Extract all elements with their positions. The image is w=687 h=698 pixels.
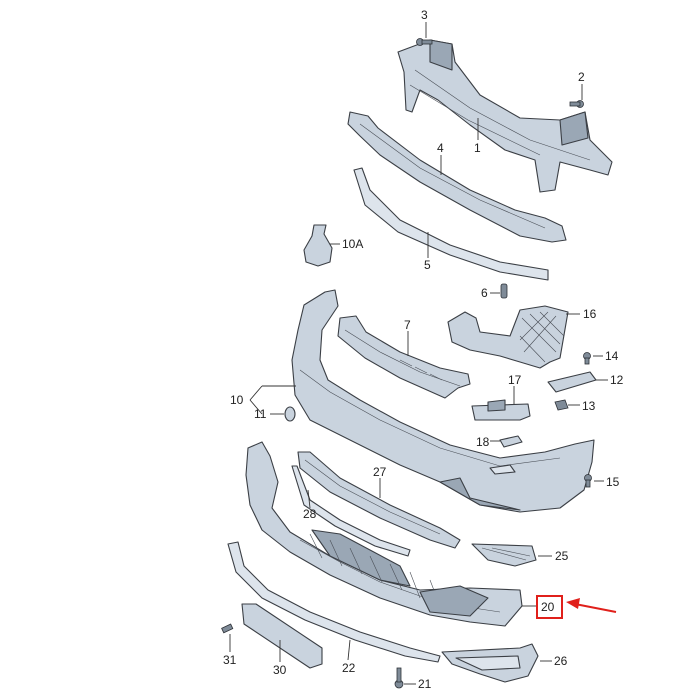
part-10-bumper-cover[interactable] bbox=[291, 289, 595, 513]
callout-30: 30 bbox=[273, 663, 287, 677]
callout-10: 10 bbox=[230, 393, 244, 407]
part-21-screw[interactable] bbox=[394, 667, 404, 689]
callout-13: 13 bbox=[582, 399, 596, 413]
callout-6: 6 bbox=[481, 286, 488, 300]
part-13-nut[interactable] bbox=[554, 399, 569, 411]
part-25-insert[interactable] bbox=[471, 543, 537, 567]
part-12-bracket[interactable] bbox=[547, 371, 597, 393]
callout-25: 25 bbox=[555, 549, 569, 563]
part-31-screw[interactable] bbox=[221, 623, 234, 634]
part-22-lower-strip[interactable] bbox=[227, 541, 441, 663]
part-20-lower-grille[interactable] bbox=[245, 441, 523, 627]
highlight-box-20 bbox=[536, 595, 563, 619]
callout-31: 31 bbox=[223, 653, 237, 667]
callout-22: 22 bbox=[342, 661, 356, 675]
callout-5: 5 bbox=[424, 258, 431, 272]
part-17-sensor-bracket[interactable] bbox=[471, 399, 531, 421]
callout-16: 16 bbox=[583, 307, 597, 321]
red-arrow bbox=[566, 598, 617, 613]
callout-7: 7 bbox=[404, 318, 411, 332]
part-4-upper-bracket[interactable] bbox=[347, 111, 567, 243]
part-5-absorber[interactable] bbox=[353, 167, 549, 281]
part-28-trim-strip[interactable] bbox=[291, 465, 411, 557]
part-18-cover[interactable] bbox=[499, 435, 523, 448]
callout-2: 2 bbox=[578, 70, 585, 84]
part-26-side-trim[interactable] bbox=[441, 643, 539, 683]
part-2-screw[interactable] bbox=[569, 100, 584, 108]
callout-11: 11 bbox=[254, 407, 267, 421]
part-27-grille[interactable] bbox=[297, 451, 461, 549]
callout-27: 27 bbox=[373, 465, 387, 479]
callout-10a: 10A bbox=[342, 237, 363, 251]
callout-20: 20 bbox=[541, 600, 555, 614]
part-15-screw[interactable] bbox=[584, 474, 592, 488]
callout-21: 21 bbox=[418, 677, 432, 691]
part-3-screw[interactable] bbox=[416, 38, 433, 46]
part-1-carrier[interactable] bbox=[397, 39, 613, 193]
callout-14: 14 bbox=[605, 349, 619, 363]
part-30-plate-carrier[interactable] bbox=[241, 603, 323, 669]
callout-17: 17 bbox=[508, 373, 522, 387]
leader-lines bbox=[229, 22, 608, 685]
callout-28: 28 bbox=[303, 507, 317, 521]
callout-1: 1 bbox=[474, 141, 481, 155]
part-11-cap[interactable] bbox=[284, 406, 296, 422]
callout-12: 12 bbox=[610, 373, 624, 387]
callout-labels: 3 2 1 4 5 10A 6 7 16 14 17 12 10 13 11 1… bbox=[223, 8, 624, 691]
callout-26: 26 bbox=[554, 654, 568, 668]
callout-3: 3 bbox=[421, 8, 428, 22]
part-14-screw[interactable] bbox=[583, 352, 591, 365]
part-6-clip[interactable] bbox=[500, 283, 508, 299]
part-16-side-bracket[interactable] bbox=[447, 305, 569, 369]
callout-18: 18 bbox=[476, 435, 490, 449]
part-7-upper-grille[interactable] bbox=[337, 315, 471, 399]
part-10a-bag[interactable] bbox=[303, 224, 333, 267]
callout-4: 4 bbox=[437, 141, 444, 155]
callout-15: 15 bbox=[606, 475, 620, 489]
